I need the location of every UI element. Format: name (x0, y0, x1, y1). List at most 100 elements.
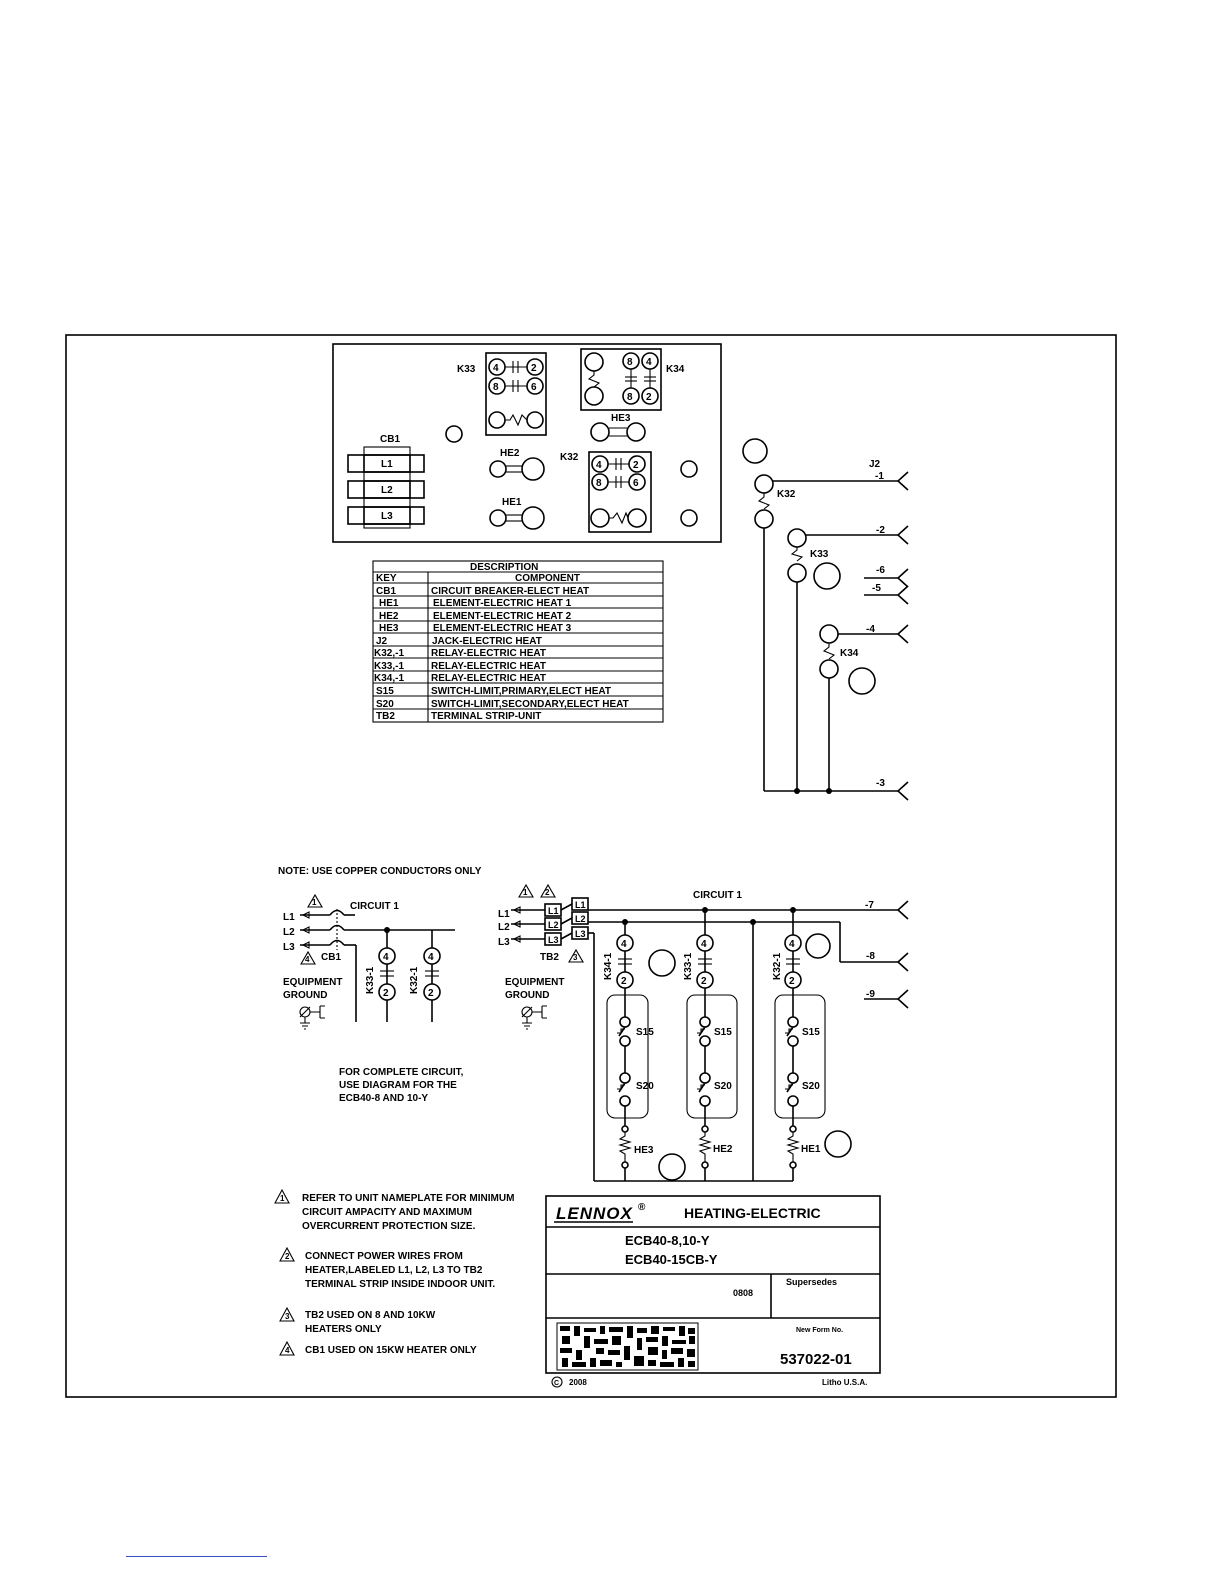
barcode (556, 1322, 699, 1371)
mounting-hole (445, 425, 463, 443)
element-he1-terminals: HE1 (489, 497, 545, 530)
svg-text:S15: S15 (802, 1027, 820, 1038)
relay-k33: K33 4 2 8 6 (457, 352, 547, 436)
table-header-component: COMPONENT (515, 573, 580, 584)
svg-text:2: 2 (621, 976, 627, 987)
drawing-title: HEATING-ELECTRIC (684, 1205, 821, 1221)
svg-text:2: 2 (789, 976, 795, 987)
table-key: TB2 (376, 711, 395, 722)
element-he3-terminals: HE3 (590, 413, 646, 442)
svg-text:CB1: CB1 (321, 952, 341, 963)
svg-text:8: 8 (596, 478, 602, 489)
table-key: HE1 (379, 598, 399, 609)
relay-k32: K32 4 2 8 6 (560, 451, 652, 533)
svg-text:L2: L2 (381, 485, 393, 496)
svg-text:EQUIPMENT: EQUIPMENT (505, 977, 564, 988)
svg-text:HE1: HE1 (502, 497, 522, 508)
table-component: RELAY-ELECTRIC HEAT (431, 673, 546, 684)
notes: 1 REFER TO UNIT NAMEPLATE FOR MINIMUM CI… (274, 1188, 514, 1356)
table-component: SWITCH-LIMIT,PRIMARY,ELECT HEAT (431, 686, 611, 697)
coil-label-k32: K32 (777, 489, 796, 500)
breaker-cb1: CB1 L1 L2 L3 (347, 434, 425, 529)
coil-label-k34: K34 (840, 648, 859, 659)
label-k33: K33 (457, 364, 476, 375)
table-component: RELAY-ELECTRIC HEAT (431, 648, 546, 659)
svg-text:HEATERS ONLY: HEATERS ONLY (305, 1324, 382, 1335)
svg-text:L3: L3 (283, 942, 295, 953)
power-circuit: NOTE: USE COPPER CONDUCTORS ONLY 1 CIRCU… (278, 866, 909, 1182)
copyright-year: 2008 (569, 1378, 587, 1387)
svg-text:2: 2 (646, 392, 652, 403)
callout-circle (742, 438, 768, 464)
svg-text:S15: S15 (636, 1027, 654, 1038)
callout-circle (813, 562, 841, 590)
power-left-cb1: 1 CIRCUIT 1 L1 L2 L3 4 CB1 EQUIPMENT GRO… (283, 893, 464, 1104)
table-key: S20 (376, 699, 394, 710)
svg-text:L1: L1 (381, 459, 393, 470)
svg-text:TB2: TB2 (540, 952, 559, 963)
table-component: ELEMENT-ELECTRIC HEAT 1 (433, 598, 572, 609)
callout-circle (658, 1153, 686, 1181)
coil-label-k33: K33 (810, 549, 829, 560)
table-header-key: KEY (376, 573, 397, 584)
svg-text:-7: -7 (865, 900, 874, 911)
svg-text:HE1: HE1 (801, 1144, 821, 1155)
svg-text:4: 4 (493, 363, 499, 374)
svg-text:2: 2 (633, 460, 639, 471)
svg-text:L2: L2 (548, 920, 559, 930)
svg-text:1: 1 (523, 888, 528, 897)
svg-text:L1: L1 (548, 906, 559, 916)
svg-text:4: 4 (789, 939, 795, 950)
callout-circle (824, 1130, 852, 1158)
svg-text:-1: -1 (875, 471, 884, 482)
callout-circle (805, 933, 831, 959)
table-component: ELEMENT-ELECTRIC HEAT 2 (433, 611, 572, 622)
table-component: TERMINAL STRIP-UNIT (431, 711, 541, 722)
svg-text:HE3: HE3 (634, 1145, 654, 1156)
svg-text:4: 4 (285, 1346, 290, 1355)
table-component: SWITCH-LIMIT,SECONDARY,ELECT HEAT (431, 699, 629, 710)
description-table: DESCRIPTION KEY COMPONENT CB1 CIRCUIT BR… (372, 560, 664, 723)
svg-text:OVERCURRENT PROTECTION SIZE.: OVERCURRENT PROTECTION SIZE. (302, 1221, 476, 1232)
relay-k34: K34 8 8 4 2 (580, 348, 685, 411)
svg-text:CIRCUIT 1: CIRCUIT 1 (350, 901, 399, 912)
svg-text:S20: S20 (714, 1081, 732, 1092)
table-component: CIRCUIT BREAKER-ELECT HEAT (431, 586, 589, 597)
svg-text:1: 1 (312, 898, 317, 907)
svg-text:-8: -8 (866, 951, 875, 962)
contact-label: K33-1 (683, 952, 694, 980)
table-key: HE2 (379, 611, 399, 622)
svg-text:L3: L3 (381, 511, 393, 522)
table-key: K33,-1 (374, 661, 404, 672)
element-he2-terminals: HE2 (489, 448, 545, 481)
litho-label: Litho U.S.A. (822, 1378, 867, 1387)
note-4: CB1 USED ON 15KW HEATER ONLY (305, 1345, 477, 1356)
svg-text:-9: -9 (866, 989, 875, 1000)
table-key: S15 (376, 686, 394, 697)
table-key: HE3 (379, 623, 399, 634)
svg-text:6: 6 (531, 382, 537, 393)
supersedes-label: Supersedes (786, 1277, 837, 1287)
svg-text:4: 4 (596, 460, 602, 471)
new-form-label: New Form No. (796, 1327, 843, 1334)
svg-text:L3: L3 (548, 935, 559, 945)
copyright-symbol: C (554, 1380, 559, 1387)
registered-mark: ® (638, 1202, 646, 1213)
svg-text:4: 4 (428, 952, 434, 963)
svg-text:3: 3 (573, 953, 578, 962)
svg-text:S20: S20 (802, 1081, 820, 1092)
svg-text:L2: L2 (575, 914, 586, 924)
svg-text:8: 8 (627, 392, 633, 403)
svg-text:ECB40-8 AND 10-Y: ECB40-8 AND 10-Y (339, 1093, 428, 1104)
svg-text:-4: -4 (866, 624, 875, 635)
complete-circuit-note: FOR COMPLETE CIRCUIT, (339, 1067, 464, 1078)
callout-circle (648, 949, 676, 977)
model-2: ECB40-15CB-Y (625, 1252, 718, 1267)
label-k32: K32 (560, 452, 579, 463)
svg-text:2: 2 (531, 363, 537, 374)
form-number: 537022-01 (780, 1351, 852, 1368)
svg-text:-6: -6 (876, 565, 885, 576)
svg-text:2: 2 (383, 988, 389, 999)
svg-text:HE3: HE3 (611, 413, 631, 424)
svg-text:2: 2 (428, 988, 434, 999)
